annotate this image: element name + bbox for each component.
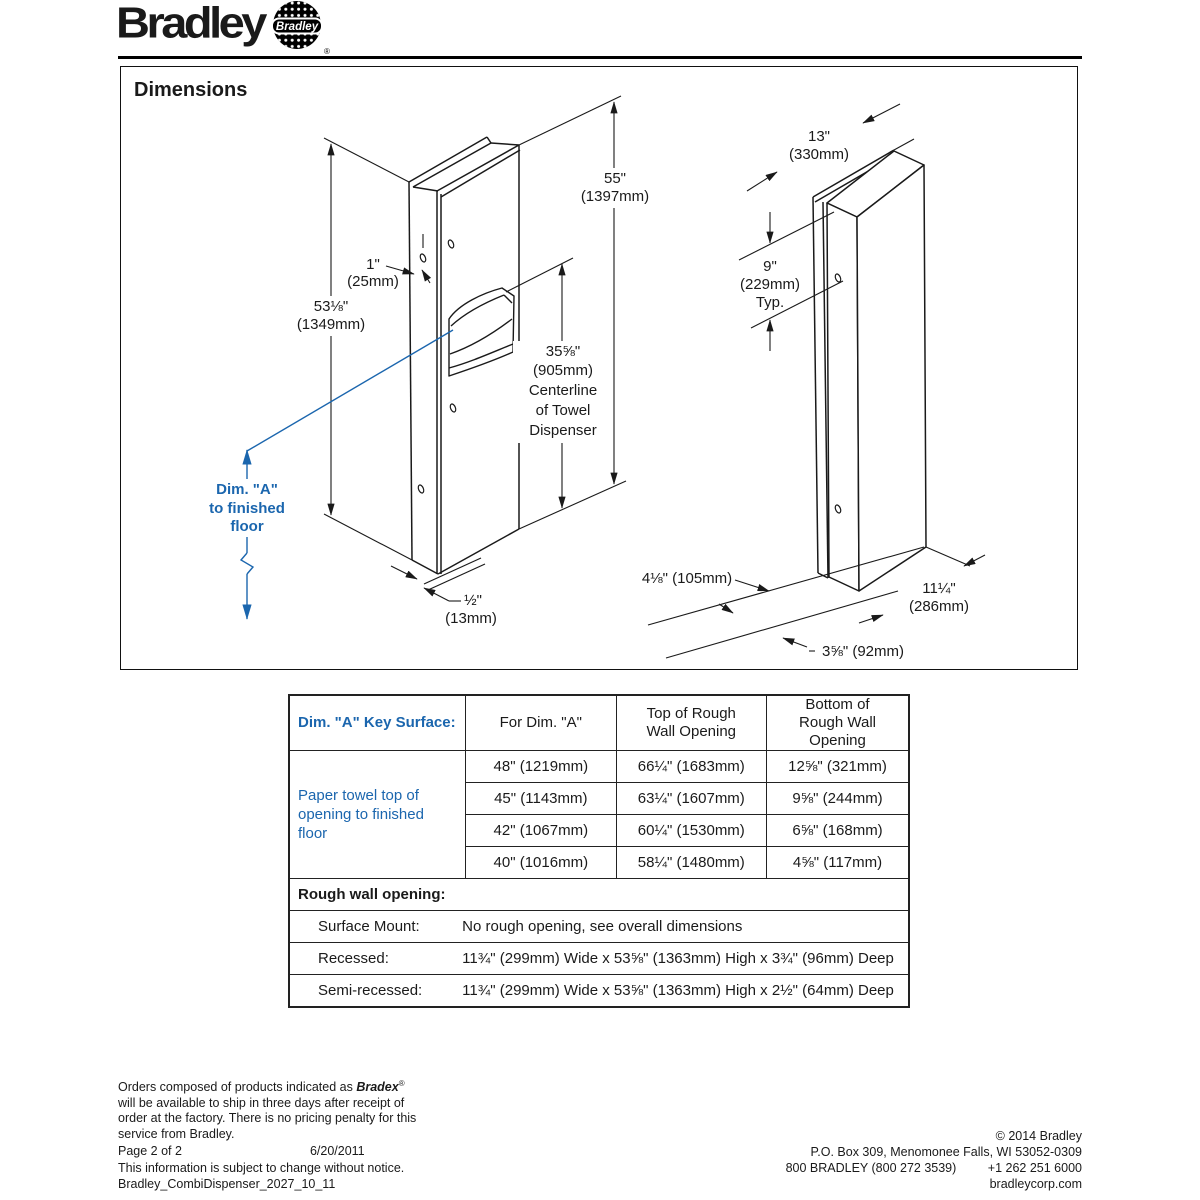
table-row: Paper towel top of opening to finished f… [288, 750, 910, 879]
towel-opening [448, 287, 515, 377]
dimensions-drawing-panel: Dimensions [120, 66, 1078, 670]
label-53: 53⅛" [314, 298, 349, 315]
page-number: Page 2 of 2 [118, 1144, 182, 1158]
page-title: Dimensions [134, 79, 248, 101]
rough-value-surface: No rough opening, see overall dimensions [462, 918, 743, 935]
brand-wordmark: Bradley [116, 0, 267, 47]
label-cl-2: Centerline [529, 382, 597, 399]
label-1in: 1" [366, 256, 380, 273]
bradex-note: Orders composed of products indicated as… [118, 1076, 418, 1142]
dim-13 [746, 103, 915, 192]
key-surface-desc: Paper towel top of opening to finished f… [288, 750, 467, 879]
rough-wall-row: Recessed: 11¾" (299mm) Wide x 53⅝" (1363… [288, 942, 910, 975]
rough-wall-title-row: Rough wall opening: [288, 878, 910, 911]
col-bottom-rough: Bottom of Rough Wall Opening [766, 694, 910, 751]
cell-top-48: 66¼" (1683mm) [615, 750, 768, 783]
page-info: Page 2 of 2 6/20/2011 This information i… [118, 1143, 438, 1193]
col-for-dim-a: For Dim. "A" [465, 694, 617, 751]
label-dim-a-1: to finished [209, 500, 285, 517]
cell-top-45: 63¼" (1607mm) [615, 782, 768, 815]
rough-label-recessed: Recessed: [318, 950, 389, 967]
label-1in-mm: (25mm) [347, 273, 399, 290]
label-11-1-4-mm: (286mm) [909, 598, 969, 615]
right-cabinet-view [812, 149, 927, 592]
dim-55 [518, 95, 627, 530]
label-55: 55" [604, 170, 626, 187]
table-row: 40" (1016mm) 58¼" (1480mm) 4⅝" (117mm) [289, 846, 910, 879]
label-55mm: (1397mm) [581, 188, 649, 205]
company-info: © 2014 Bradley P.O. Box 309, Menomonee F… [786, 1128, 1082, 1192]
mounting-holes-left [417, 239, 457, 494]
label-13: 13" [808, 128, 830, 145]
rough-value-semi: 11¾" (299mm) Wide x 53⅝" (1363mm) High x… [462, 982, 894, 999]
change-notice: This information is subject to change wi… [118, 1160, 405, 1175]
table-row: 45" (1143mm) 63¼" (1607mm) 9⅝" (244mm) [289, 782, 910, 815]
rough-wall-row: Surface Mount: No rough opening, see ove… [288, 910, 910, 943]
bradex-line4: service from Bradley. [118, 1126, 235, 1141]
left-cabinet-view [408, 136, 521, 591]
rough-wall-row: Semi-recessed: 11¾" (299mm) Wide x 53⅝" … [288, 974, 910, 1008]
dim-bottom-lines [647, 546, 986, 659]
dim-9-typ [738, 211, 844, 351]
label-cl-0: 35⅝" [546, 343, 581, 360]
label-9-0: 9" [763, 258, 777, 275]
phone-intl: +1 262 251 6000 [987, 1161, 1082, 1175]
bradex-line3: order at the factory. There is no pricin… [118, 1111, 417, 1126]
address: P.O. Box 309, Menomonee Falls, WI 53052-… [810, 1145, 1082, 1159]
cell-bottom-40: 4⅝" (117mm) [766, 846, 910, 879]
label-cl-4: Dispenser [529, 422, 597, 439]
header-rule [118, 56, 1082, 59]
label-9-1: (229mm) [740, 276, 800, 293]
label-cl-3: of Towel [536, 402, 591, 419]
dim-a-callout [239, 329, 454, 620]
label-dim-a-2: floor [230, 518, 263, 535]
table-header-row: Dim. "A" Key Surface: For Dim. "A" Top o… [288, 694, 910, 751]
technical-drawing: 53⅛" (1349mm) 55" (1397mm) 35⅝" (905mm) … [209, 95, 986, 660]
label-3-5-8: 3⅝" (92mm) [822, 643, 904, 660]
rough-wall-title: Rough wall opening: [288, 878, 910, 911]
label-13mm: (330mm) [789, 146, 849, 163]
label-53mm: (1349mm) [297, 316, 365, 333]
dim-half-inch [390, 565, 461, 602]
cell-dim-a-45: 45" (1143mm) [465, 782, 617, 815]
col-top-rough: Top of Rough Wall Opening [615, 694, 768, 751]
registered-mark: ® [324, 47, 330, 56]
phone-toll-free: 800 BRADLEY (800 272 3539) [785, 1161, 957, 1175]
bradex-line2: will be available to ship in three days … [118, 1095, 405, 1110]
rough-value-recessed: 11¾" (299mm) Wide x 53⅝" (1363mm) High x… [462, 950, 894, 967]
cell-dim-a-48: 48" (1219mm) [465, 750, 617, 783]
document-id: Bradley_CombiDispenser_2027_10_11 [118, 1177, 336, 1191]
globe-logo-icon: Bradley ® [270, 1, 330, 56]
cell-dim-a-40: 40" (1016mm) [465, 846, 617, 879]
cell-bottom-42: 6⅝" (168mm) [766, 814, 910, 847]
cell-top-42: 60¼" (1530mm) [615, 814, 768, 847]
revision-date: 6/20/2011 [309, 1144, 365, 1158]
cell-top-40: 58¼" (1480mm) [615, 846, 768, 879]
label-dim-a-0: Dim. "A" [216, 481, 278, 498]
dimension-table: Dim. "A" Key Surface: For Dim. "A" Top o… [288, 694, 910, 1008]
label-half: ½" [464, 592, 482, 609]
rough-label-semi: Semi-recessed: [318, 982, 423, 999]
cell-dim-a-42: 42" (1067mm) [465, 814, 617, 847]
dim-1-inch [385, 234, 432, 284]
label-cl-1: (905mm) [533, 362, 593, 379]
label-11-1-4: 11¼" [922, 580, 955, 597]
bradex-prefix: Orders composed of products indicated as [118, 1080, 357, 1095]
bradley-logo: Bradley Bradley ® [116, 0, 332, 56]
bradex-reg: ® [398, 1079, 405, 1088]
label-9-2: Typ. [756, 294, 784, 311]
table-row: 42" (1067mm) 60¼" (1530mm) 6⅝" (168mm) [289, 814, 910, 847]
copyright: © 2014 Bradley [995, 1129, 1082, 1143]
cell-bottom-45: 9⅝" (244mm) [766, 782, 910, 815]
rough-label-surface: Surface Mount: [318, 918, 420, 935]
website: bradleycorp.com [989, 1177, 1082, 1191]
col-key-surface: Dim. "A" Key Surface: [288, 694, 467, 751]
globe-banner-text: Bradley [276, 21, 319, 33]
label-4-1-8: 4⅛" (105mm) [642, 570, 732, 587]
cell-bottom-48: 12⅝" (321mm) [766, 750, 910, 783]
bradex-brand: Bradex [356, 1080, 399, 1095]
dim-53-1-8 [323, 137, 413, 561]
mounting-holes-right [834, 273, 842, 514]
label-half-mm: (13mm) [445, 610, 497, 627]
